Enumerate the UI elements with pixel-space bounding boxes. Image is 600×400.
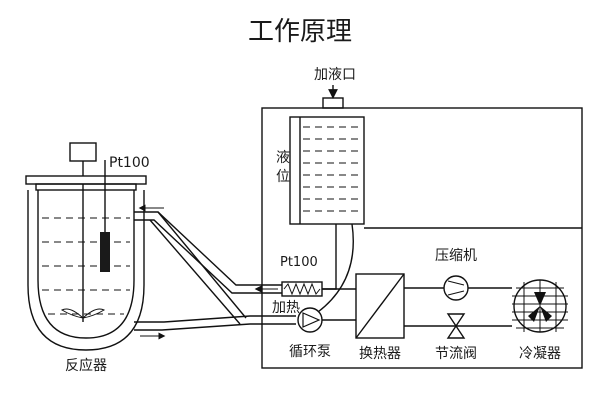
heater-to-tank-pipe [322, 224, 337, 290]
reservoir-body [289, 116, 365, 225]
level-label-1: 液 [276, 150, 290, 166]
heater-coil-icon [283, 282, 321, 296]
reactor: Pt100 反应器 [25, 142, 150, 374]
impeller-icon [60, 308, 106, 319]
heat-exchanger: 换热器 [355, 273, 405, 362]
circuit-pt100-label: Pt100 [280, 255, 318, 270]
condenser-fan-icon [528, 292, 552, 322]
diagram-title: 工作原理 [248, 17, 352, 47]
reactor-pt100-label: Pt100 [109, 155, 150, 171]
compressor-icon [443, 275, 469, 301]
compressor: 压缩机 [435, 248, 477, 301]
fill-port: 加液口 [314, 67, 356, 109]
condenser-label: 冷凝器 [519, 346, 561, 362]
pump-to-tank-pipe [317, 223, 354, 313]
unit-cabinet [261, 107, 583, 369]
stirrer-motor [69, 142, 97, 162]
throttle-valve-icon [446, 313, 466, 339]
throttle-valve-label: 节流阀 [435, 346, 477, 362]
supply-pipe [134, 204, 282, 294]
reservoir-liquid [303, 126, 362, 212]
reactor-flange [35, 183, 137, 191]
condenser: 冷凝器 [512, 279, 568, 362]
pump-label: 循环泵 [289, 344, 331, 360]
fill-port-neck [322, 97, 344, 109]
throttle-valve: 节流阀 [435, 313, 477, 362]
heat-exchanger-body [355, 273, 405, 339]
reactor-lid [25, 175, 147, 185]
heater-label: 加热 [272, 300, 300, 316]
heater: Pt100 加热 [272, 255, 323, 316]
fill-port-label: 加液口 [314, 67, 356, 83]
level-label-2: 位 [276, 169, 290, 185]
reactor-label: 反应器 [65, 357, 107, 374]
reactor-vessel [37, 190, 135, 339]
reactor-liquid [42, 217, 130, 315]
heat-exchanger-diagonal [355, 273, 405, 339]
reactor-jacket [27, 190, 145, 351]
reservoir-tank: 液 位 液位 [276, 116, 365, 225]
compressor-label: 压缩机 [435, 248, 477, 264]
refrigeration-loop [404, 287, 512, 327]
reactor-temperature-probe [100, 232, 110, 272]
heat-exchanger-label: 换热器 [359, 345, 401, 362]
condenser-coil-icon [512, 280, 568, 332]
return-pipe [134, 315, 296, 340]
